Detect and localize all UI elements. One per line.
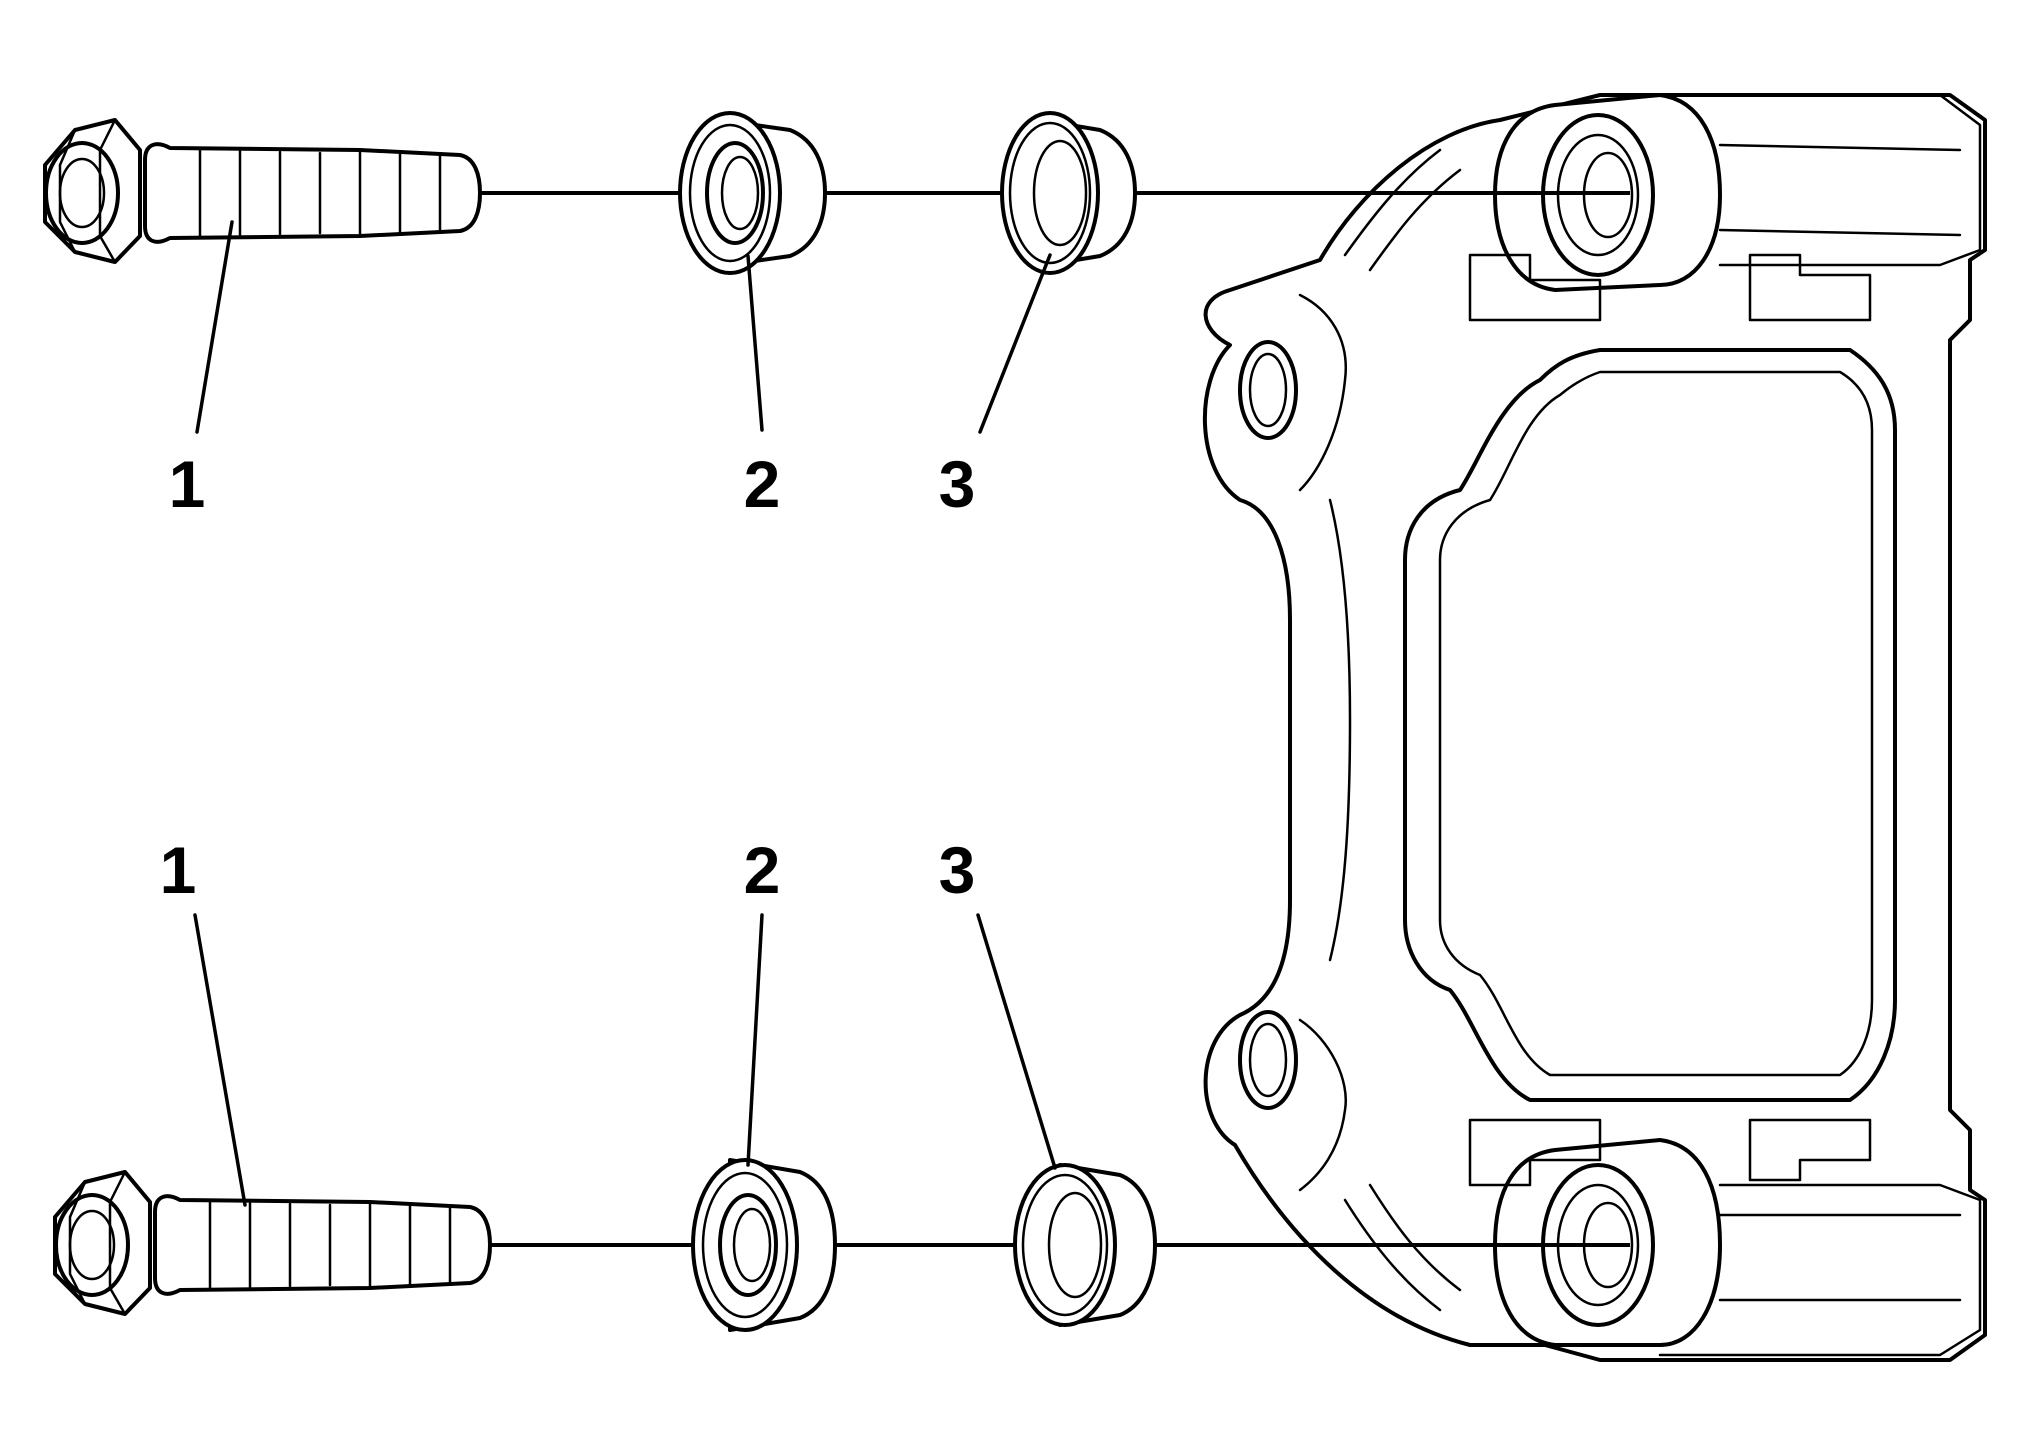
callout-top-bolt: 1 bbox=[168, 447, 206, 521]
leader-bottom-bolt bbox=[193, 913, 247, 1207]
leader-top-bolt bbox=[195, 220, 234, 434]
leader-top-bushing bbox=[746, 254, 764, 432]
callout-bottom-bolt: 1 bbox=[159, 833, 197, 907]
leader-top-sleeve bbox=[978, 253, 1052, 434]
callout-bottom-sleeve: 3 bbox=[938, 833, 976, 907]
callout-bottom-bushing: 2 bbox=[743, 833, 781, 907]
callout-top-sleeve: 3 bbox=[938, 447, 976, 521]
bushing-bottom bbox=[691, 1158, 837, 1332]
callout-top-bushing: 2 bbox=[743, 447, 781, 521]
bolt-top bbox=[43, 118, 482, 264]
caliper-bracket bbox=[1203, 93, 1987, 1362]
bushing-top bbox=[678, 111, 827, 275]
sleeve-top bbox=[1000, 111, 1137, 275]
leader-bottom-bushing bbox=[746, 913, 764, 1167]
sleeve-bottom bbox=[1013, 1163, 1157, 1327]
leader-bottom-sleeve bbox=[976, 913, 1057, 1170]
bolt-bottom bbox=[53, 1170, 492, 1316]
